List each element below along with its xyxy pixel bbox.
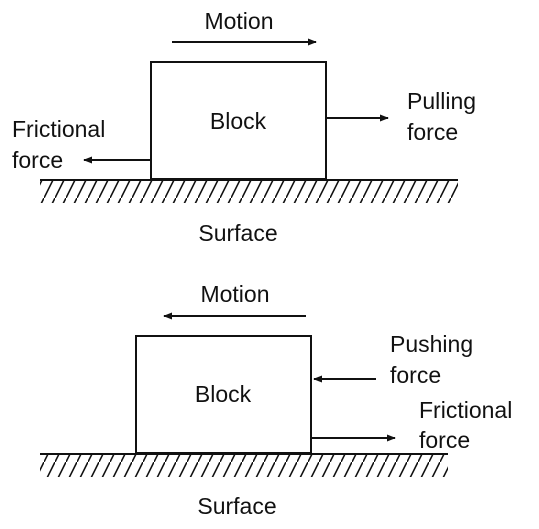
top-diagram: Motion Block Pulling force Frictional fo…	[12, 8, 476, 246]
bottom-motion-label: Motion	[200, 281, 269, 307]
bottom-diagram: Motion Block Pushing force Frictional fo…	[40, 281, 512, 519]
bottom-surface-label: Surface	[197, 493, 276, 519]
bottom-frictional-force-label-line1: Frictional	[419, 397, 512, 423]
bottom-surface-hatching	[40, 455, 448, 477]
top-pulling-force-label-line2: force	[407, 119, 458, 145]
top-frictional-force-label-line2: force	[12, 147, 63, 173]
bottom-pushing-force-label-line2: force	[390, 362, 441, 388]
top-surface-hatching	[40, 181, 458, 203]
top-motion-label: Motion	[204, 8, 273, 34]
top-block-label: Block	[210, 108, 267, 134]
top-pulling-force-label-line1: Pulling	[407, 88, 476, 114]
bottom-pushing-force-label-line1: Pushing	[390, 331, 473, 357]
bottom-block-label: Block	[195, 381, 252, 407]
bottom-frictional-force-label-line2: force	[419, 427, 470, 453]
top-frictional-force-label-line1: Frictional	[12, 116, 105, 142]
top-surface-label: Surface	[198, 220, 277, 246]
